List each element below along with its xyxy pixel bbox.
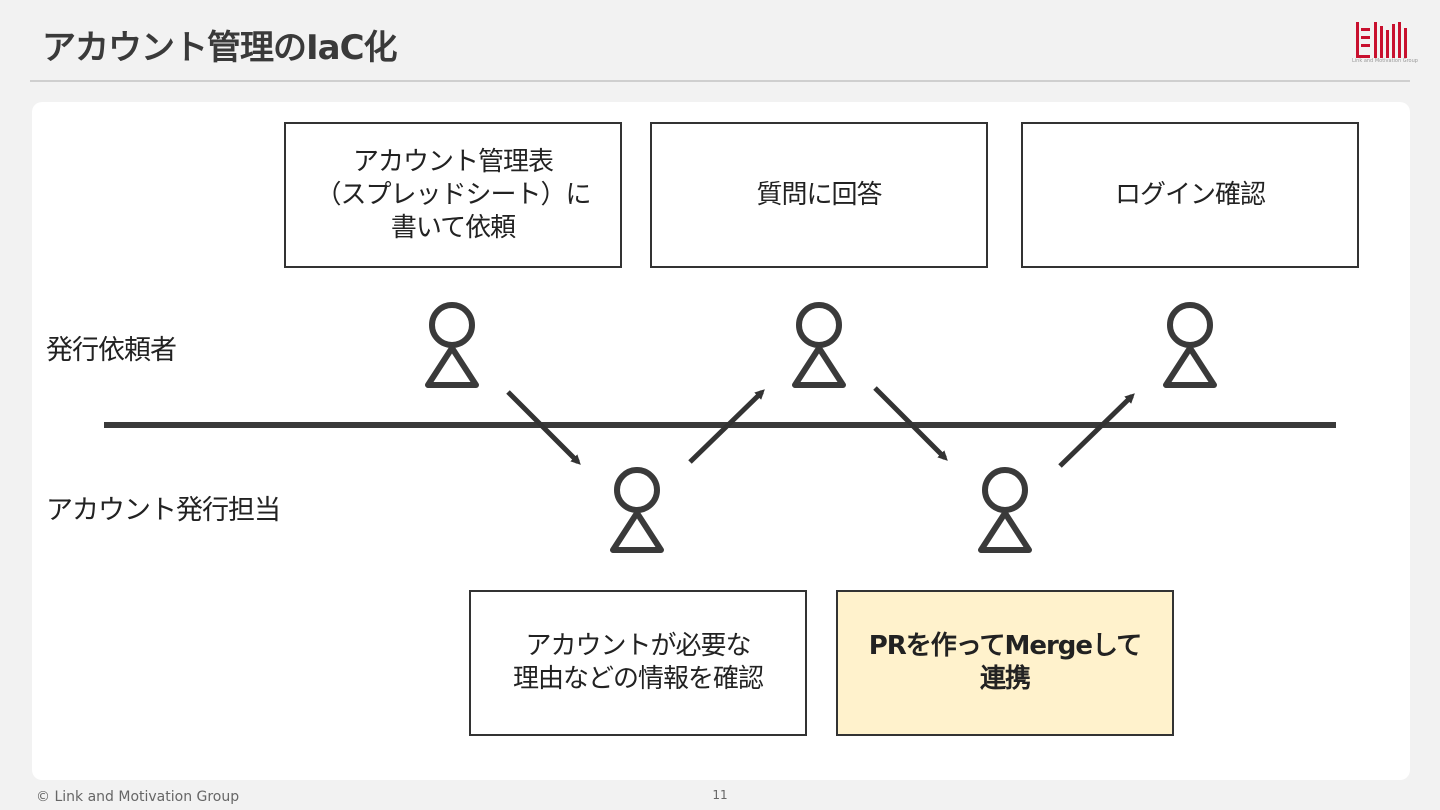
copyright-text: © Link and Motivation Group <box>36 789 240 805</box>
step-pr-merge-box: PRを作ってMergeして 連携 <box>836 590 1174 736</box>
title-divider <box>30 80 1410 82</box>
step-answer-box: 質問に回答 <box>650 122 988 268</box>
page-number: 11 <box>712 788 728 802</box>
page-title: アカウント管理のIaC化 <box>42 28 398 68</box>
step-confirm-reason-box: アカウントが必要な 理由などの情報を確認 <box>469 590 807 736</box>
logo-caption: Link and Motivation Group <box>1352 58 1418 64</box>
company-logo <box>1356 22 1407 58</box>
step-login-check-box: ログイン確認 <box>1021 122 1359 268</box>
step-request-box: アカウント管理表 （スプレッドシート）に 書いて依頼 <box>284 122 622 268</box>
role-label-issuer: アカウント発行担当 <box>46 495 281 526</box>
role-label-requester: 発行依頼者 <box>46 335 177 366</box>
